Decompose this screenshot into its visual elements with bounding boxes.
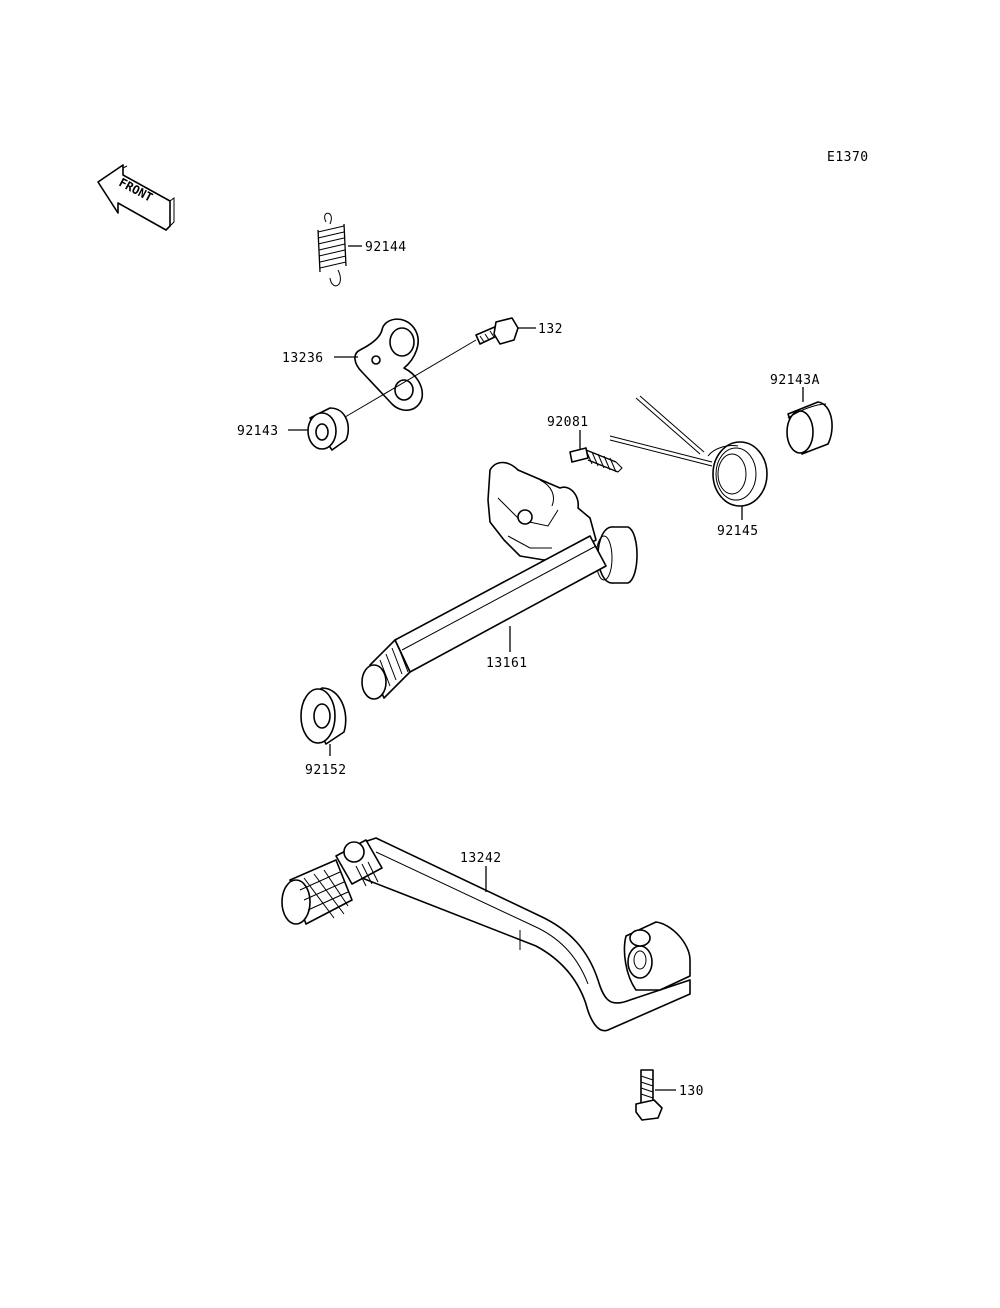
label-92143a: 92143A — [770, 373, 820, 388]
front-arrow-icon: FRONT — [97, 164, 175, 231]
label-92152: 92152 — [305, 763, 347, 778]
label-13236: 13236 — [282, 351, 324, 366]
plate-13236 — [354, 318, 424, 411]
label-13161: 13161 — [486, 656, 528, 671]
shaft-13161 — [361, 461, 638, 700]
bolt-130 — [635, 1069, 663, 1121]
pedal-13242 — [281, 837, 691, 1032]
label-92145: 92145 — [717, 524, 759, 539]
label-92081: 92081 — [547, 415, 589, 430]
label-13242: 13242 — [460, 851, 502, 866]
label-92143: 92143 — [237, 424, 279, 439]
spring-92144 — [317, 212, 347, 287]
label-92144: 92144 — [365, 240, 407, 255]
label-130: 130 — [679, 1084, 704, 1099]
collar-92143 — [307, 407, 350, 451]
pin-92081 — [569, 447, 623, 473]
seal-92152 — [300, 687, 347, 745]
torsion-spring-92145 — [609, 395, 768, 507]
label-132: 132 — [538, 322, 563, 337]
diagram-code: E1370 — [827, 150, 869, 165]
bolt-132 — [475, 317, 519, 345]
collar-92143a — [786, 401, 833, 455]
